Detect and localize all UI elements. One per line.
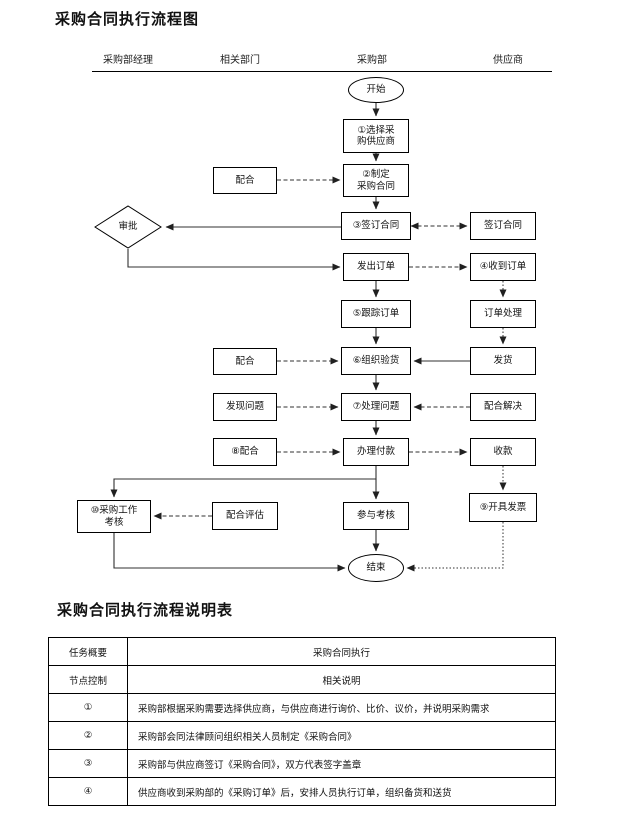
flow-node-collect-payment: 收款 <box>470 438 536 466</box>
table-row: ③ 采购部与供应商签订《采购合同》，双方代表签字盖章 <box>48 749 556 778</box>
flow-node-cooperate-evaluate: 配合评估 <box>212 502 278 530</box>
table-cell-label: 节点控制 <box>48 665 128 694</box>
flow-node-receive-order: ④收到订单 <box>470 253 536 281</box>
flow-node-find-problem: 发现问题 <box>213 393 277 421</box>
flow-node-draft-contract: ②制定采购合同 <box>343 164 409 197</box>
flow-node-cooperate-solve: 配合解决 <box>470 393 536 421</box>
table-cell-content: 采购部与供应商签订《采购合同》，双方代表签字盖章 <box>127 749 556 778</box>
flow-node-issue-invoice: ⑨开具发票 <box>469 493 537 522</box>
flow-node-select-supplier: ①选择采购供应商 <box>343 119 409 153</box>
flow-node-handle-problem: ⑦处理问题 <box>341 393 411 421</box>
flow-node-start: 开始 <box>348 77 404 103</box>
flow-node-supplier-sign-contract: 签订合同 <box>470 212 536 240</box>
flow-node-join-assessment: 参与考核 <box>343 502 409 530</box>
table-cell-content: 采购部会同法律顾问组织相关人员制定《采购合同》 <box>127 721 556 750</box>
flow-node-process-payment: 办理付款 <box>343 438 409 466</box>
table-cell-content: 采购合同执行 <box>127 637 556 666</box>
table-row: 节点控制 相关说明 <box>48 665 556 694</box>
lane-header-supplier: 供应商 <box>493 55 523 66</box>
page-title-table: 采购合同执行流程说明表 <box>57 601 234 619</box>
flow-node-end: 结束 <box>348 554 404 582</box>
flow-node-cooperate-2: 配合 <box>213 348 277 375</box>
table-row: ② 采购部会同法律顾问组织相关人员制定《采购合同》 <box>48 721 556 750</box>
flow-node-ship-goods: 发货 <box>470 347 536 375</box>
table-cell-content: 采购部根据采购需要选择供应商，与供应商进行询价、比价、议价，并说明采购需求 <box>127 693 556 722</box>
lane-header-purchasing-manager: 采购部经理 <box>103 55 153 66</box>
table-cell-content: 相关说明 <box>127 665 556 694</box>
table-cell-content: 供应商收到采购部的《采购订单》后，安排人员执行订单，组织备货和送货 <box>127 777 556 806</box>
page-title-flowchart: 采购合同执行流程图 <box>55 10 200 28</box>
flow-node-organize-inspection: ⑥组织验货 <box>341 347 411 375</box>
flow-node-sign-contract: ③签订合同 <box>341 212 411 240</box>
flow-node-purchasing-assessment: ⑩采购工作考核 <box>77 500 151 533</box>
diamond-shape <box>94 205 162 249</box>
table-row: 任务概要 采购合同执行 <box>48 637 556 666</box>
lane-header-purchasing-dept: 采购部 <box>357 55 387 66</box>
lane-divider <box>92 71 552 72</box>
table-row: ④ 供应商收到采购部的《采购订单》后，安排人员执行订单，组织备货和送货 <box>48 777 556 806</box>
flow-node-cooperate-1: 配合 <box>213 167 277 194</box>
table-cell-label: 任务概要 <box>48 637 128 666</box>
flow-node-approval-decision: 审批 <box>93 204 163 250</box>
table-cell-label: ① <box>48 693 128 722</box>
flow-node-track-order: ⑤跟踪订单 <box>341 300 411 328</box>
table-cell-label: ④ <box>48 777 128 806</box>
flow-node-order-processing: 订单处理 <box>470 300 536 328</box>
table-cell-label: ② <box>48 721 128 750</box>
flow-node-cooperate-3: ⑧配合 <box>213 438 277 466</box>
description-table: 任务概要 采购合同执行 节点控制 相关说明 ① 采购部根据采购需要选择供应商，与… <box>48 637 556 806</box>
lane-header-related-dept: 相关部门 <box>220 55 260 66</box>
flow-node-issue-order: 发出订单 <box>343 253 409 281</box>
table-row: ① 采购部根据采购需要选择供应商，与供应商进行询价、比价、议价，并说明采购需求 <box>48 693 556 722</box>
table-cell-label: ③ <box>48 749 128 778</box>
